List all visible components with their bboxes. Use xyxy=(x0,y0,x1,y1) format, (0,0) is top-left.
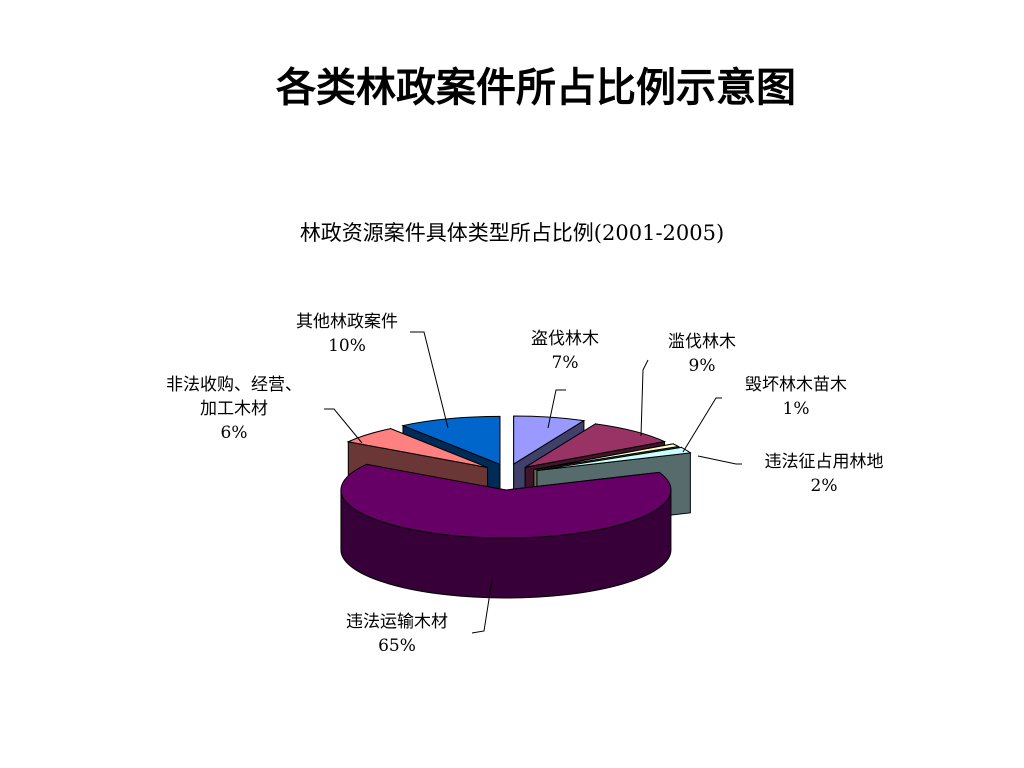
leader-line-yunshu xyxy=(471,579,493,634)
page-title: 各类林政案件所占比例示意图 xyxy=(276,64,796,111)
leader-line-huihuai xyxy=(682,397,722,453)
leader-line-daofa xyxy=(547,389,566,429)
chart-title: 林政资源案件具体类型所占比例(2001-2005) xyxy=(299,221,725,245)
leader-line-qita xyxy=(410,331,449,429)
slice-lanfa xyxy=(524,423,667,468)
slice-zhanyong xyxy=(536,446,692,472)
leader-line-lanfa xyxy=(640,359,649,437)
leader-line-shougou xyxy=(324,408,363,444)
slice-shougou xyxy=(346,428,488,468)
slice-huihuai xyxy=(533,443,680,471)
slice-qita xyxy=(401,415,501,466)
slice-daofa xyxy=(513,415,586,465)
slice-yunshu xyxy=(340,463,672,539)
leader-line-zhanyong xyxy=(697,455,742,465)
